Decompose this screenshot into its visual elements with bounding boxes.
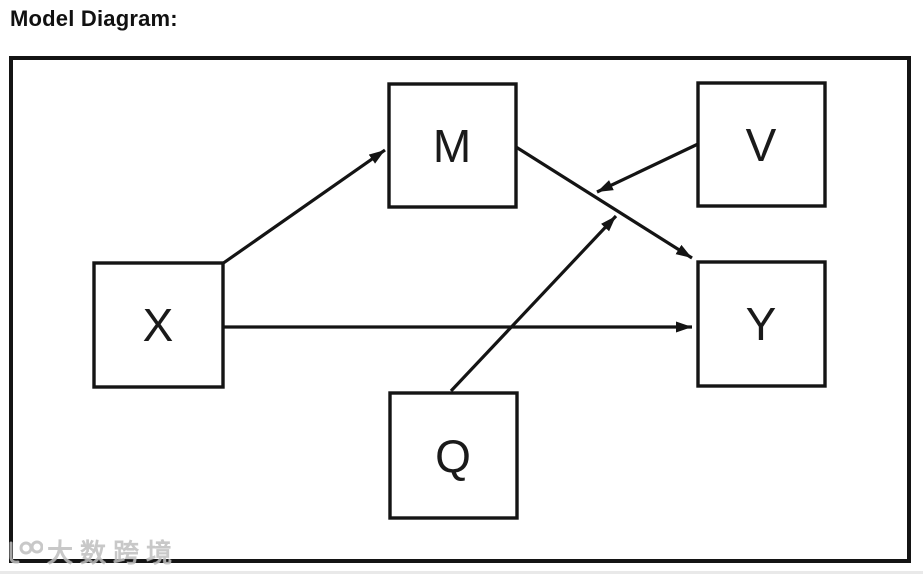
node-m-label: M bbox=[433, 120, 471, 172]
edge-x-to-m bbox=[221, 148, 386, 266]
diagram-frame bbox=[9, 56, 911, 563]
edge-m-to-y bbox=[515, 145, 693, 260]
node-v: V bbox=[696, 81, 827, 208]
node-y-box bbox=[696, 260, 827, 388]
nodes: M V X Y Q bbox=[92, 81, 827, 520]
edge-v-to-my-path bbox=[596, 142, 699, 194]
node-m-box bbox=[387, 82, 518, 209]
node-x: X bbox=[92, 261, 225, 389]
node-q-label: Q bbox=[435, 430, 471, 482]
edge-q-to-my-path bbox=[449, 214, 618, 393]
node-y: Y bbox=[696, 260, 827, 388]
page-title: Model Diagram: bbox=[10, 6, 178, 31]
node-v-box bbox=[696, 81, 827, 208]
bottom-window-edge bbox=[0, 571, 923, 574]
edges bbox=[221, 142, 699, 393]
node-v-label: V bbox=[746, 119, 777, 171]
node-q: Q bbox=[388, 391, 519, 520]
node-y-label: Y bbox=[746, 298, 777, 350]
node-m: M bbox=[387, 82, 518, 209]
node-q-box bbox=[388, 391, 519, 520]
node-x-label: X bbox=[143, 299, 174, 351]
node-x-box bbox=[92, 261, 225, 389]
